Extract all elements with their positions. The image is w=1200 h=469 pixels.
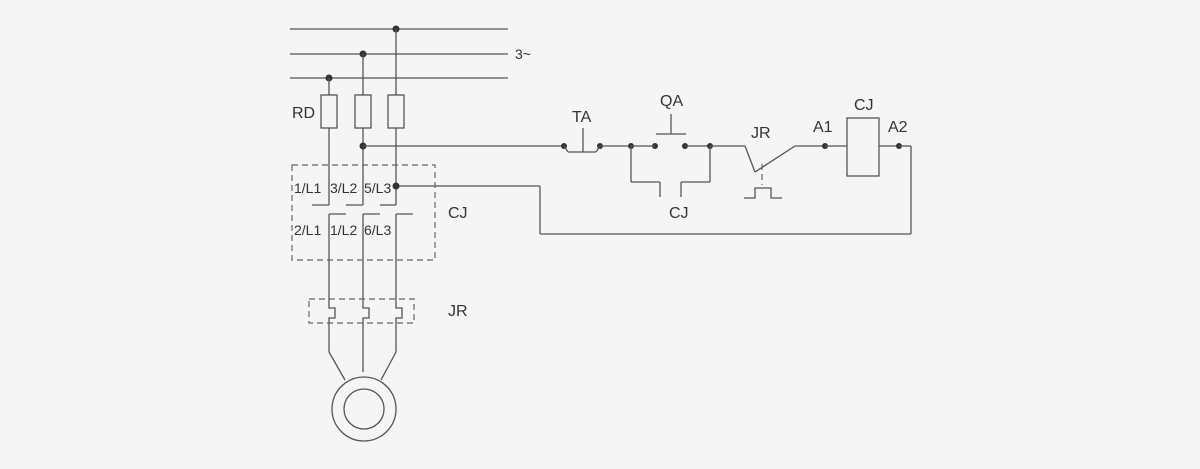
stop-button: TA <box>561 109 603 153</box>
fuse-l1 <box>320 94 338 129</box>
overload-contact-label: JR <box>751 125 771 142</box>
coil-terminal-a1: A1 <box>813 119 833 136</box>
fuse-l3 <box>387 94 405 129</box>
terminal-top-1: 1/L1 <box>294 180 321 196</box>
coil-label: CJ <box>854 97 874 114</box>
return-junction <box>392 182 400 190</box>
overload-contact: JR <box>710 125 825 199</box>
terminal-top-3: 5/L3 <box>364 180 391 196</box>
terminal-bottom-2: 1/L2 <box>330 222 357 238</box>
aux-contact-label: CJ <box>669 205 689 222</box>
aux-holding-contact: CJ <box>630 146 711 222</box>
supply-bus: 3~ <box>290 28 531 79</box>
contactor-main-contacts <box>312 204 413 215</box>
supply-label: 3~ <box>515 46 531 62</box>
terminal-top-2: 3/L2 <box>330 180 357 196</box>
contactor-coil: CJ A1 A2 <box>813 97 908 177</box>
fuse-l2 <box>354 94 372 129</box>
stop-button-label: TA <box>572 109 592 126</box>
fuse-label: RD <box>292 105 315 122</box>
overload-box-label: JR <box>448 303 468 320</box>
motor-symbol <box>331 376 397 442</box>
terminal-bottom-3: 6/L3 <box>364 222 391 238</box>
contactor-box <box>291 164 436 261</box>
contactor-box-label: CJ <box>448 205 468 222</box>
start-button: QA <box>628 93 688 149</box>
coil-terminal-a2: A2 <box>888 119 908 136</box>
overload-box <box>308 298 415 324</box>
coil-body <box>846 117 880 177</box>
overload-heaters <box>328 300 403 326</box>
start-button-label: QA <box>660 93 683 110</box>
terminal-bottom-1: 2/L1 <box>294 222 321 238</box>
fuse-group: RD <box>292 94 405 129</box>
